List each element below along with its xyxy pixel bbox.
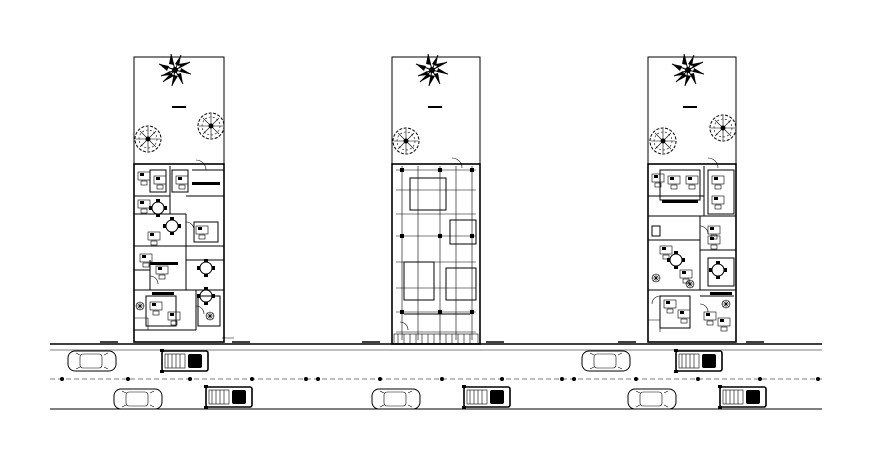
palm-tree-icon [158,53,192,87]
round-tree-icon [392,127,420,155]
divider-posts [60,377,820,381]
plan-middle [391,53,481,345]
garden-plot [391,56,481,165]
palm-tree-icon [415,53,449,87]
door-swing [648,157,719,332]
car-icon [113,388,163,410]
car-icon [67,350,117,372]
round-tree-icon [709,114,737,142]
garden-label-mark [428,106,442,108]
pickup-truck-icon [461,384,511,410]
pickup-truck-icon [159,348,209,374]
interior-walls [403,177,477,315]
round-tree-icon [197,112,225,140]
car-icon [371,388,421,410]
building-outline [391,163,481,345]
furniture [135,171,220,326]
door-swing [399,157,463,331]
door-swing [134,159,234,339]
interior-walls [134,166,224,331]
structural-grid [396,166,476,340]
entrance-steps [393,333,479,345]
palm-tree-icon [671,53,705,87]
car-icon [627,388,677,410]
garden-plot [133,56,225,165]
building-outline [133,163,225,343]
pickup-truck-icon [717,384,767,410]
garden-plot [647,56,737,165]
pickup-truck-icon [673,348,723,374]
garden-label-mark [172,106,186,108]
building-outline [647,163,737,343]
road [50,341,822,410]
round-tree-icon [649,127,677,155]
plan-right [647,53,737,343]
plan-left [133,53,234,343]
pickup-truck-icon [203,384,253,410]
furniture [651,173,732,332]
round-tree-icon [134,125,162,153]
car-icon [581,350,631,372]
interior-walls [648,166,736,329]
garden-label-mark [683,106,697,108]
column-marks [400,168,474,314]
